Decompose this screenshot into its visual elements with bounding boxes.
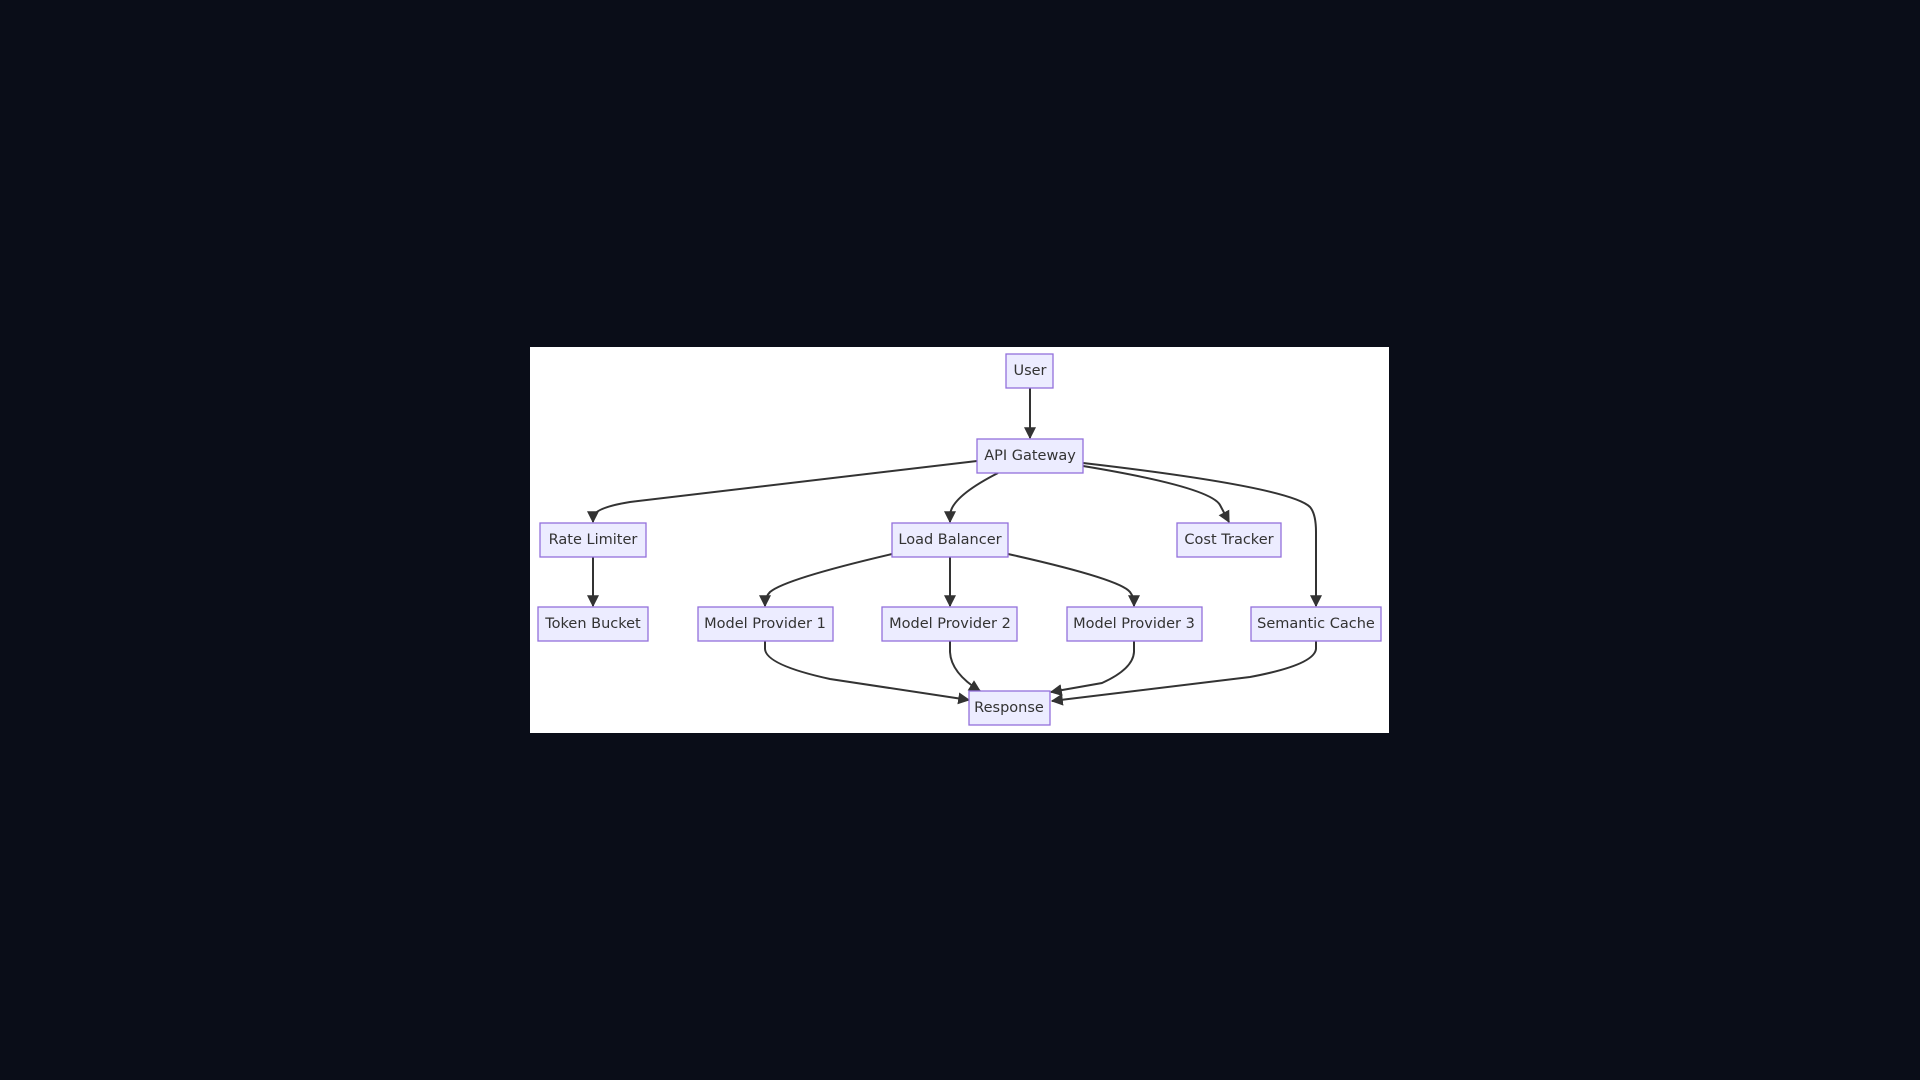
node-label: Model Provider 1 — [704, 616, 826, 632]
edge-loadbalancer-provider3 — [1007, 553, 1140, 608]
node-model-provider-2[interactable]: Model Provider 2 — [881, 606, 1018, 642]
edge-gateway-semanticcache — [1082, 462, 1322, 608]
diagram-canvas: User API Gateway Rate Limiter Load Balan… — [530, 347, 1389, 733]
node-response[interactable]: Response — [968, 690, 1051, 726]
node-token-bucket[interactable]: Token Bucket — [537, 606, 649, 642]
edge-loadbalancer-provider1 — [759, 553, 893, 608]
node-label: Cost Tracker — [1184, 532, 1273, 548]
edge-gateway-ratelimiter — [587, 460, 978, 524]
node-label: User — [1013, 363, 1046, 379]
node-label: Response — [974, 700, 1044, 716]
node-label: Model Provider 2 — [889, 616, 1011, 632]
edge-provider1-response — [764, 641, 971, 705]
node-label: Model Provider 3 — [1073, 616, 1195, 632]
node-cost-tracker[interactable]: Cost Tracker — [1176, 522, 1282, 558]
edge-gateway-costtracker — [1082, 465, 1230, 524]
node-label: API Gateway — [984, 448, 1076, 464]
edge-semanticcache-response — [1050, 641, 1317, 706]
node-semantic-cache[interactable]: Semantic Cache — [1250, 606, 1382, 642]
flowchart-svg: User API Gateway Rate Limiter Load Balan… — [537, 353, 1382, 726]
node-rate-limiter[interactable]: Rate Limiter — [539, 522, 647, 558]
node-api-gateway[interactable]: API Gateway — [976, 438, 1084, 474]
node-model-provider-1[interactable]: Model Provider 1 — [697, 606, 834, 642]
edge-provider2-response — [949, 641, 982, 692]
node-load-balancer[interactable]: Load Balancer — [891, 522, 1009, 558]
node-model-provider-3[interactable]: Model Provider 3 — [1066, 606, 1203, 642]
node-label: Token Bucket — [544, 616, 641, 632]
node-label: Semantic Cache — [1257, 616, 1375, 632]
edges — [587, 388, 1322, 706]
edge-provider3-response — [1049, 641, 1135, 697]
node-user[interactable]: User — [1005, 353, 1054, 389]
node-label: Load Balancer — [898, 532, 1001, 548]
node-label: Rate Limiter — [549, 532, 638, 548]
edge-gateway-loadbalancer — [944, 472, 999, 524]
